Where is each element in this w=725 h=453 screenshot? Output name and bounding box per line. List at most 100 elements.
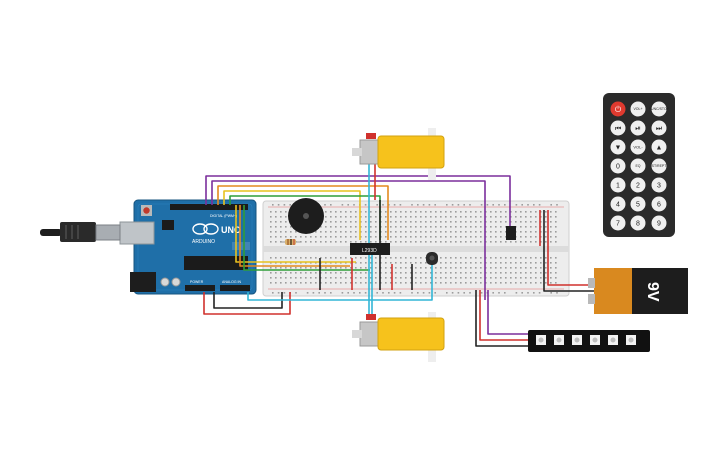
breadboard-hole bbox=[365, 257, 367, 259]
remote-button[interactable] bbox=[630, 101, 646, 117]
battery-9v[interactable]: 9V bbox=[588, 268, 688, 314]
breadboard-hole bbox=[525, 267, 527, 269]
breadboard-hole bbox=[420, 236, 422, 238]
remote-button[interactable] bbox=[630, 139, 646, 155]
breadboard-hole bbox=[500, 257, 502, 259]
breadboard-hole bbox=[400, 257, 402, 259]
remote-button[interactable] bbox=[630, 120, 646, 136]
remote-button-label: 4 bbox=[616, 201, 620, 208]
dc-motor-bottom[interactable] bbox=[352, 312, 445, 362]
small-sensor[interactable] bbox=[506, 226, 516, 240]
remote-button[interactable] bbox=[630, 177, 646, 193]
remote-button[interactable] bbox=[651, 139, 667, 155]
breadboard-hole bbox=[355, 267, 357, 269]
ir-receiver[interactable] bbox=[426, 252, 438, 265]
breadboard-hole bbox=[345, 257, 347, 259]
wire-red[interactable] bbox=[203, 292, 291, 315]
breadboard-hole bbox=[405, 226, 407, 228]
breadboard-hole bbox=[550, 241, 552, 243]
wire-red[interactable] bbox=[479, 290, 528, 341]
breadboard-hole bbox=[460, 221, 462, 223]
breadboard-hole bbox=[500, 282, 502, 284]
remote-button[interactable] bbox=[651, 196, 667, 212]
breadboard-hole bbox=[335, 211, 337, 213]
wire-purple[interactable] bbox=[487, 290, 528, 335]
wire-purple[interactable] bbox=[211, 180, 486, 300]
breadboard-hole bbox=[290, 226, 292, 228]
breadboard-hole bbox=[520, 262, 522, 264]
remote-button[interactable] bbox=[610, 120, 626, 136]
wire-orange[interactable] bbox=[239, 205, 350, 267]
breadboard-hole bbox=[395, 272, 397, 274]
remote-button[interactable] bbox=[630, 196, 646, 212]
breadboard-hole bbox=[400, 236, 402, 238]
breadboard-hole bbox=[355, 216, 357, 218]
breadboard-rail-hole bbox=[527, 204, 529, 206]
breadboard-hole bbox=[495, 241, 497, 243]
usb-cable[interactable] bbox=[40, 222, 121, 242]
breadboard-hole bbox=[350, 267, 352, 269]
remote-button[interactable] bbox=[651, 177, 667, 193]
led-strip[interactable] bbox=[528, 330, 650, 352]
breadboard-rail-hole bbox=[498, 204, 500, 206]
breadboard-hole bbox=[440, 236, 442, 238]
breadboard-hole bbox=[445, 282, 447, 284]
breadboard-hole bbox=[395, 236, 397, 238]
remote-button[interactable] bbox=[630, 215, 646, 231]
breadboard-hole bbox=[300, 267, 302, 269]
breadboard[interactable] bbox=[262, 200, 570, 297]
breadboard-hole bbox=[450, 262, 452, 264]
remote-button[interactable] bbox=[610, 158, 626, 174]
breadboard-hole bbox=[515, 272, 517, 274]
wire-purple[interactable] bbox=[205, 175, 511, 228]
remote-button[interactable] bbox=[651, 158, 667, 174]
breadboard-hole bbox=[550, 277, 552, 279]
breadboard-rail-hole bbox=[376, 204, 378, 206]
remote-button[interactable] bbox=[651, 215, 667, 231]
breadboard-hole bbox=[395, 282, 397, 284]
wire-yellow[interactable] bbox=[223, 190, 361, 240]
led-pixel-lens bbox=[592, 337, 598, 343]
breadboard-hole bbox=[325, 221, 327, 223]
wire-yellow[interactable] bbox=[235, 205, 356, 263]
breadboard-hole bbox=[360, 262, 362, 264]
breadboard-hole bbox=[515, 221, 517, 223]
remote-button-label: FUNC/STOP bbox=[649, 107, 670, 111]
breadboard-hole bbox=[325, 282, 327, 284]
wire-orange[interactable] bbox=[217, 185, 389, 240]
breadboard-hole bbox=[390, 282, 392, 284]
remote-button[interactable] bbox=[610, 215, 626, 231]
breadboard-hole bbox=[390, 262, 392, 264]
remote-button[interactable] bbox=[610, 196, 626, 212]
wire-green[interactable] bbox=[243, 205, 370, 271]
wire-red[interactable] bbox=[547, 210, 595, 286]
breadboard-hole bbox=[330, 282, 332, 284]
wire-black[interactable] bbox=[475, 290, 528, 347]
remote-button[interactable] bbox=[610, 139, 626, 155]
breadboard-hole bbox=[445, 272, 447, 274]
breadboard-rail-hole bbox=[347, 204, 349, 206]
breadboard-hole bbox=[385, 211, 387, 213]
wire-cyan[interactable] bbox=[247, 265, 433, 301]
breadboard-hole bbox=[335, 236, 337, 238]
motor-driver-ic[interactable]: L293D bbox=[350, 243, 390, 255]
remote-button[interactable] bbox=[651, 101, 667, 117]
breadboard-hole bbox=[295, 231, 297, 233]
breadboard-hole bbox=[440, 231, 442, 233]
remote-button[interactable] bbox=[610, 101, 626, 117]
breadboard-rail-hole bbox=[422, 204, 425, 206]
remote-button[interactable] bbox=[610, 177, 626, 193]
dc-motor-top[interactable] bbox=[352, 128, 445, 180]
wire-black[interactable] bbox=[543, 210, 595, 292]
breadboard-rail-hole bbox=[324, 204, 326, 206]
resistor[interactable] bbox=[280, 239, 300, 245]
piezo-buzzer[interactable] bbox=[288, 198, 324, 234]
breadboard-hole bbox=[350, 231, 352, 233]
breadboard-rail-hole bbox=[393, 292, 396, 294]
breadboard-hole bbox=[305, 277, 307, 279]
remote-button[interactable] bbox=[651, 120, 667, 136]
arduino-uno-board[interactable]: ARDUINO UNO DIGITAL (PWM~) POWER ANALOG … bbox=[119, 199, 257, 295]
breadboard-hole bbox=[420, 277, 422, 279]
remote-button[interactable] bbox=[630, 158, 646, 174]
